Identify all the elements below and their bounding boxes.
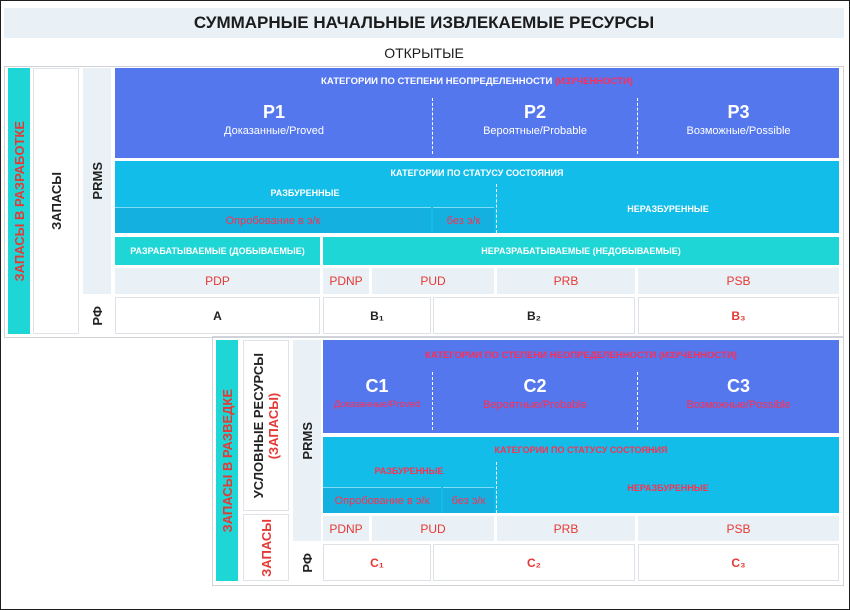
bottom-code-pud: PUD [372,516,494,541]
bottom-rf-c3: C₃ [638,544,839,581]
top-block [4,66,844,338]
bottom-rf-c2: C₂ [433,544,635,581]
p3-sub: Возможные/Possible [686,125,791,137]
top-rf-b1: B₁ [323,297,431,334]
bottom-without-cell: без э/к [443,487,494,513]
top-p2-cell: P2 Вероятные/Probable [433,94,637,154]
bottom-c3-cell: C3 Возможные/Possible [638,368,839,430]
top-code-prb: PRB [497,268,635,294]
c3-code: C3 [726,376,750,396]
top-zapasy-column: ЗАПАСЫ [33,68,79,334]
bottom-uncertainty-block [323,340,839,433]
bottom-c-divider-2 [637,372,638,430]
bottom-zapasy-column: ЗАПАСЫ [243,514,289,581]
bottom-code-pdnp: PDNP [323,516,369,541]
page-title: СУММАРНЫЕ НАЧАЛЬНЫЕ ИЗВЛЕКАЕМЫЕ РЕСУРСЫ [4,8,844,38]
bottom-side-label: ЗАПАСЫ В РАЗВЕДКЕ [216,340,238,581]
top-uncertainty-header: КАТЕГОРИИ ПО СТЕПЕНИ НЕОПРЕДЕЛЕННОСТИ (И… [321,75,633,87]
top-drilled-label: РАЗБУРЕННЫЕ [270,188,340,198]
top-p3-cell: P3 Возможные/Possible [638,94,839,154]
top-rf-label: РФ [83,297,111,334]
p1-code: P1 [262,102,286,122]
top-uncertainty-block [115,68,839,158]
p2-code: P2 [523,102,547,122]
c3-sub: Возможные/Possible [686,399,791,411]
bottom-rf-label: РФ [293,544,321,581]
top-undrilled-label: НЕРАЗБУРЕННЫЕ [627,203,709,214]
top-code-pud: PUD [372,268,494,294]
bottom-conditional-column: УСЛОВНЫЕ РЕСУРСЫ(ЗАПАСЫ) [243,340,289,511]
c1-code: C1 [365,376,389,396]
top-p-divider-2 [637,98,638,154]
p1-sub: Доказанные/Proved [224,125,324,137]
bottom-c-divider-1 [432,372,433,430]
bottom-uncertainty-header: КАТЕГОРИИ ПО СТЕПЕНИ НЕОПРЕДЕЛЕННОСТИ (И… [425,349,737,361]
top-testing-cell: Опробование в э/к [115,207,431,233]
bottom-drilled-label: РАЗБУРЕННЫЕ [374,466,444,476]
bottom-prms-column: PRMS [293,340,321,541]
top-p1-cell: P1 Доказанные/Proved [115,94,433,154]
bottom-undrilled-label: НЕРАЗБУРЕННЫЕ [627,482,709,493]
subtitle: ОТКРЫТЫЕ [384,45,464,61]
top-p-divider-1 [432,98,433,154]
bottom-testing-cell: Опробование в э/к [323,487,441,513]
top-code-psb: PSB [638,268,839,294]
bottom-code-prb: PRB [497,516,635,541]
top-code-pdnp: PDNP [323,268,369,294]
top-rf-b2: B₂ [433,297,635,334]
top-code-pdp: PDP [115,268,320,294]
top-prms-column: PRMS [83,68,111,294]
top-nonproducing-cell: НЕРАЗРАБАТЫВАЕМЫЕ (НЕДОБЫВАЕМЫЕ) [323,237,839,265]
bottom-rf-c1: C₁ [323,544,431,581]
top-rf-a: A [115,297,320,334]
p2-sub: Вероятные/Probable [483,125,587,137]
c2-sub: Вероятные/Probable [483,399,587,411]
bottom-status-header: КАТЕГОРИИ ПО СТАТУСУ СОСТОЯНИЯ [494,445,668,455]
bottom-block [212,336,844,586]
top-producing-cell: РАЗРАБАТЫВАЕМЫЕ (ДОБЫВАЕМЫЕ) [115,237,320,265]
p3-code: P3 [727,102,750,122]
c1-sub: Доказанные/Proved [333,399,421,410]
top-status-divider [496,184,497,233]
bottom-status-divider [496,462,497,513]
top-status-header: КАТЕГОРИИ ПО СТАТУСУ СОСТОЯНИЯ [390,168,564,178]
top-without-cell: без э/к [433,207,494,233]
bottom-c1-cell: C1 Доказанные/Proved [323,368,431,430]
bottom-code-psb: PSB [638,516,839,541]
top-rf-b3: B₃ [638,297,839,334]
c2-code: C2 [523,376,547,396]
top-side-label: ЗАПАСЫ В РАЗРАБОТКЕ [8,68,30,334]
bottom-c2-cell: C2 Вероятные/Probable [433,368,637,430]
